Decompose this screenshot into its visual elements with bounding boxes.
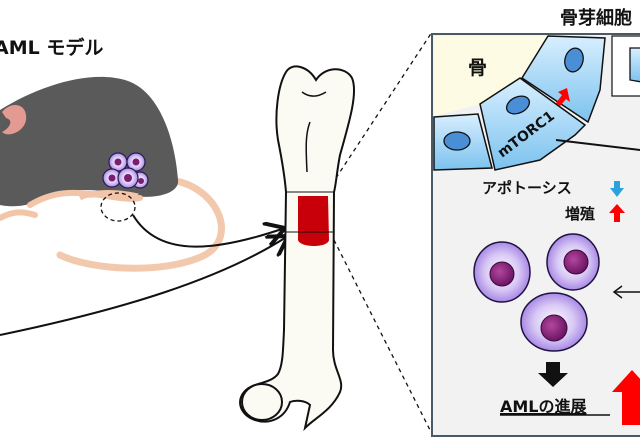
arrow-to-bone-1 (132, 214, 285, 248)
apoptosis-down-arrow-icon (610, 181, 624, 197)
mouse-ear (2, 105, 27, 135)
injection-site-marker (100, 192, 136, 222)
aml-cell (546, 233, 600, 291)
osteoblast-nucleus (443, 131, 471, 151)
osteoblast-cell (479, 77, 587, 171)
progression-up-arrow-icon (612, 370, 640, 425)
mouse-tail (56, 176, 225, 272)
leukemia-cell-cluster (102, 152, 149, 189)
mtorc1-up-arrow-icon (556, 88, 570, 106)
signal-arrow-icon (612, 285, 623, 299)
proliferation-up-arrow-icon (609, 204, 625, 222)
progression-down-arrow-icon (538, 362, 568, 387)
bone-label: 骨 (468, 57, 487, 79)
bone-niche-panel: 骨 mTORC1 アポトーシス 増殖 (431, 33, 640, 437)
bone-region (434, 36, 548, 116)
osteoblast-title: 骨芽細胞 (560, 7, 632, 29)
model-title: AML モデル (0, 36, 103, 59)
apoptosis-label: アポトーシス (482, 179, 572, 197)
zoom-line-bottom (333, 239, 431, 431)
progression-label: AMLの進展 (500, 397, 588, 416)
bone-marrow (298, 196, 329, 246)
bone-outline (239, 65, 356, 432)
osteoblast-nucleus (505, 95, 531, 115)
osteoblast-cell (520, 35, 606, 124)
aml-cell (520, 292, 588, 352)
zoom-line-top (335, 31, 433, 179)
osteoblast-nucleus (564, 47, 584, 73)
mouse-body (0, 76, 179, 207)
proliferation-label: 増殖 (565, 205, 595, 223)
arrow-to-bone-2 (0, 236, 288, 336)
femur-bone (239, 65, 356, 432)
aml-cell (473, 241, 531, 303)
